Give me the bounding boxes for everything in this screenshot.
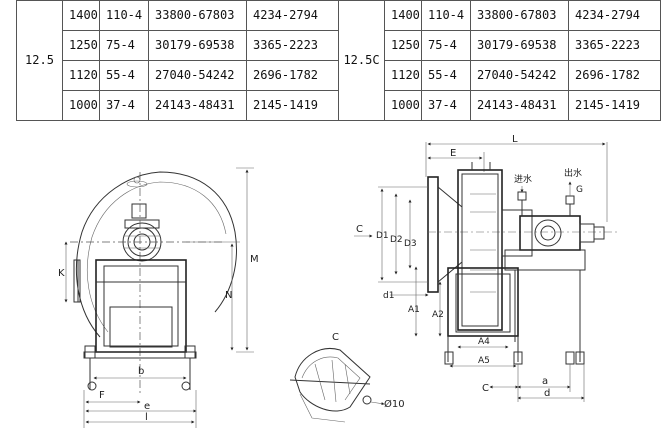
dim-N-label: N <box>225 290 232 301</box>
speed-cell: 1120 <box>62 60 100 91</box>
dim-D1-label: D1 <box>376 231 389 241</box>
motor-cell: 110-4 <box>99 0 149 31</box>
arrow-c-label: C <box>356 224 363 235</box>
table-row: 1120 55-4 27040-54242 2696-1782 1120 55-… <box>17 60 661 91</box>
airflow-cell: 24143-48431 <box>470 90 569 121</box>
speed-cell: 1250 <box>62 30 100 61</box>
pressure-cell: 2145-1419 <box>568 90 661 121</box>
pressure-cell: 2696-1782 <box>568 60 661 91</box>
dim-d1-label: d1 <box>383 291 394 301</box>
speed-cell: 1400 <box>62 0 100 31</box>
speed-cell: 1120 <box>384 60 422 91</box>
motor-cell: 55-4 <box>99 60 149 91</box>
dim-e-label: e <box>144 401 150 412</box>
table-row: 1000 37-4 24143-48431 2145-1419 1000 37-… <box>17 90 661 121</box>
pressure-cell: 4234-2794 <box>568 0 661 31</box>
airflow-cell: 33800-67803 <box>470 0 569 31</box>
airflow-cell: 30179-69538 <box>148 30 247 61</box>
airflow-cell: 30179-69538 <box>470 30 569 61</box>
dim-F-label: F <box>99 390 105 401</box>
dim-A1-label: A1 <box>408 305 420 315</box>
pressure-cell: 2696-1782 <box>246 60 339 91</box>
dim-l-label: l <box>145 412 148 423</box>
motor-cell: 37-4 <box>99 90 149 121</box>
motor-cell: 110-4 <box>421 0 471 31</box>
dim-b-label: b <box>138 366 144 377</box>
airflow-cell: 27040-54242 <box>148 60 247 91</box>
detail-c-label: C <box>332 332 339 343</box>
model-cell-right: 12.5C <box>338 0 385 121</box>
dim-d-label: d <box>544 388 550 399</box>
dim-A5-label: A5 <box>478 356 490 366</box>
pressure-cell: 4234-2794 <box>246 0 339 31</box>
diameter-label: Ø10 <box>384 398 405 410</box>
speed-cell: 1400 <box>384 0 422 31</box>
speed-cell: 1000 <box>384 90 422 121</box>
speed-cell: 1000 <box>62 90 100 121</box>
speed-cell: 1250 <box>384 30 422 61</box>
spec-table: 12.5 1400 110-4 33800-67803 4234-2794 12… <box>16 0 661 121</box>
airflow-cell: 27040-54242 <box>470 60 569 91</box>
motor-cell: 75-4 <box>99 30 149 61</box>
table-row: 1250 75-4 30179-69538 3365-2223 1250 75-… <box>17 30 661 61</box>
dim-a-label: a <box>542 376 548 387</box>
arrow-g-label: G <box>576 185 583 195</box>
motor-cell: 55-4 <box>421 60 471 91</box>
model-cell-left: 12.5 <box>16 0 63 121</box>
dim-A4-label: A4 <box>478 337 490 347</box>
pressure-cell: 2145-1419 <box>246 90 339 121</box>
detail-view-c: C Ø10 <box>289 332 405 423</box>
dim-A2-label: A2 <box>432 310 444 320</box>
airflow-cell: 33800-67803 <box>148 0 247 31</box>
dim-E-label: E <box>450 148 456 159</box>
outlet-water-label: 出水 <box>564 167 582 179</box>
airflow-cell: 24143-48431 <box>148 90 247 121</box>
dim-D3-label: D3 <box>404 239 417 249</box>
front-view: M N K b F e l <box>58 167 259 428</box>
dim-C-label: C <box>482 383 489 394</box>
dim-L-label: L <box>512 134 518 145</box>
dim-M-label: M <box>250 254 259 265</box>
motor-cell: 37-4 <box>421 90 471 121</box>
dim-K-label: K <box>58 268 65 279</box>
motor-cell: 75-4 <box>421 30 471 61</box>
inlet-water-label: 进水 <box>514 173 532 185</box>
table-row: 12.5 1400 110-4 33800-67803 4234-2794 12… <box>16 0 661 121</box>
pressure-cell: 3365-2223 <box>246 30 339 61</box>
pressure-cell: 3365-2223 <box>568 30 661 61</box>
side-view: L E 进水 出水 G <box>354 134 620 402</box>
dim-D2-label: D2 <box>390 235 403 245</box>
fan-engineering-drawing: M N K b F e l C Ø10 <box>58 134 620 428</box>
